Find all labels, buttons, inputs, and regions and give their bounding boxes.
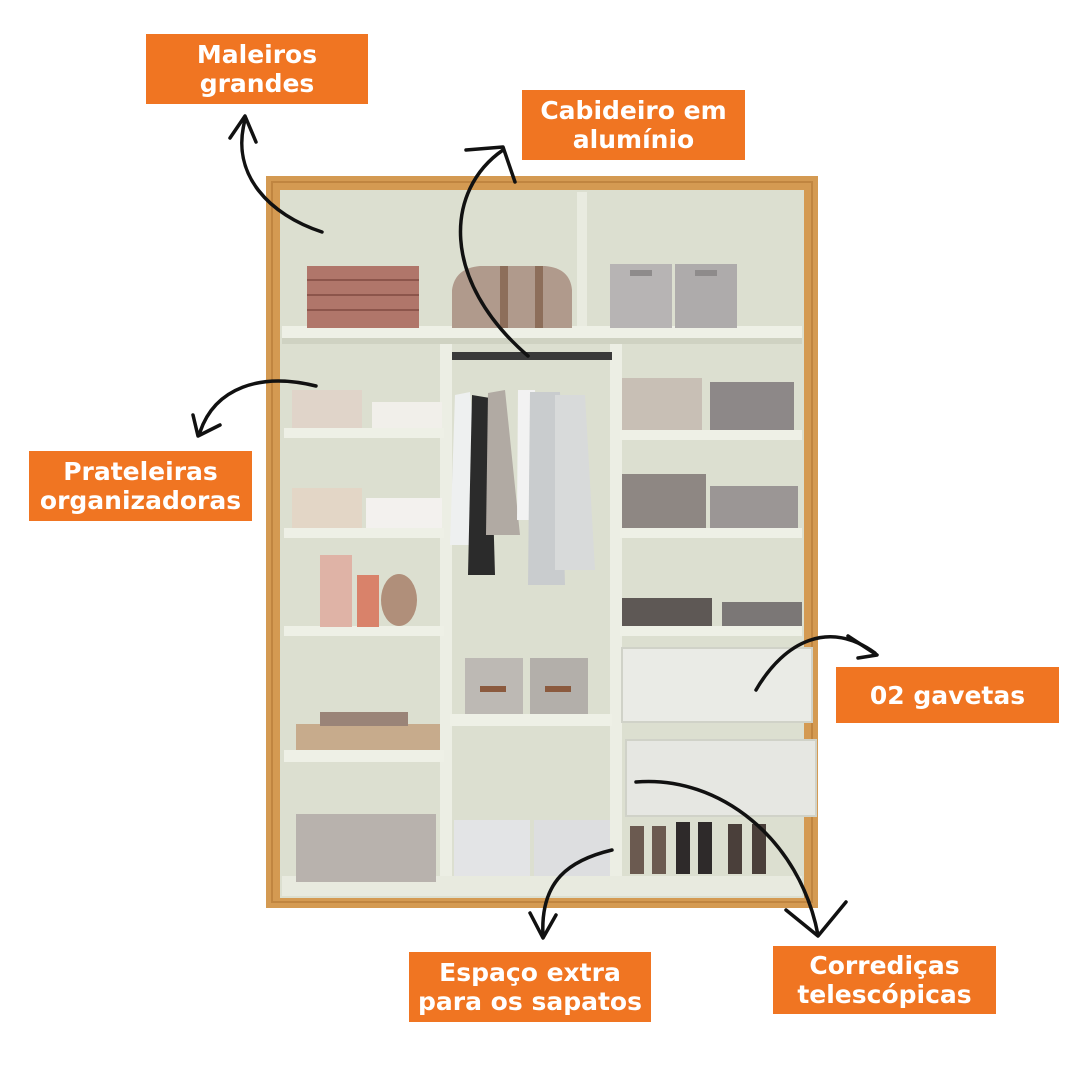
label-cabideiro-aluminio: Cabideiro em alumínio: [522, 90, 745, 160]
label-prateleiras-organizadoras: Prateleiras organizadoras: [29, 451, 252, 521]
label-line: telescópicas: [797, 980, 972, 1009]
label-line: Cabideiro em: [540, 96, 727, 125]
label-espaco-sapatos: Espaço extra para os sapatos: [409, 952, 651, 1022]
label-line: grandes: [199, 69, 315, 98]
wicker-basket: [307, 266, 419, 328]
label-maleiros-grandes: Maleiros grandes: [146, 34, 368, 104]
drawer-2: [625, 739, 817, 817]
label-line: Corrediças: [809, 951, 960, 980]
label-line: para os sapatos: [418, 987, 642, 1016]
label-line: 02 gavetas: [869, 680, 1026, 710]
label-line: Espaço extra: [439, 958, 621, 987]
hanging-rod: [452, 352, 612, 360]
drawer-1: [621, 647, 813, 723]
handbag: [320, 555, 352, 627]
label-02-gavetas: 02 gavetas: [836, 667, 1059, 723]
label-line: Prateleiras: [63, 457, 218, 486]
label-line: alumínio: [572, 125, 695, 154]
label-line: Maleiros: [196, 40, 318, 69]
top-shelf: [282, 326, 802, 338]
label-corredicas-telescopicas: Corrediças telescópicas: [773, 946, 996, 1014]
label-line: organizadoras: [39, 486, 242, 515]
bottom-box: [296, 814, 436, 882]
duffel-bag: [452, 266, 572, 328]
